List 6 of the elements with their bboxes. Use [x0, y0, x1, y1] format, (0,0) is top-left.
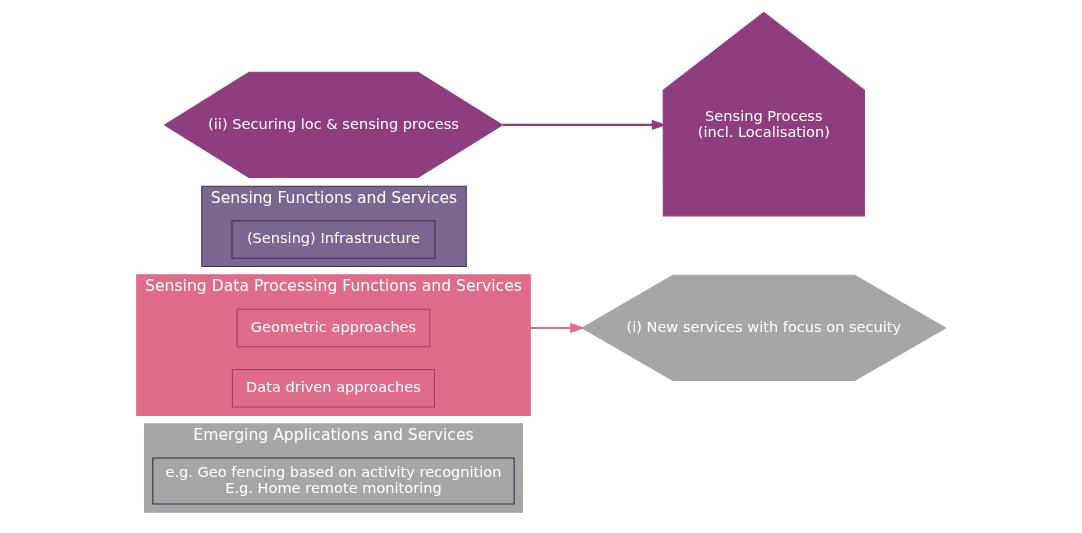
node-box: Geometric approaches [236, 308, 431, 348]
arrow [530, 322, 585, 334]
arrow [502, 119, 667, 130]
node-box: Data driven approaches [231, 369, 435, 408]
node-box: (Sensing) Infrastructure [231, 220, 436, 259]
node-box: e.g. Geo fencing based on activity recognition E.g. Home remote monitoring [152, 457, 515, 505]
